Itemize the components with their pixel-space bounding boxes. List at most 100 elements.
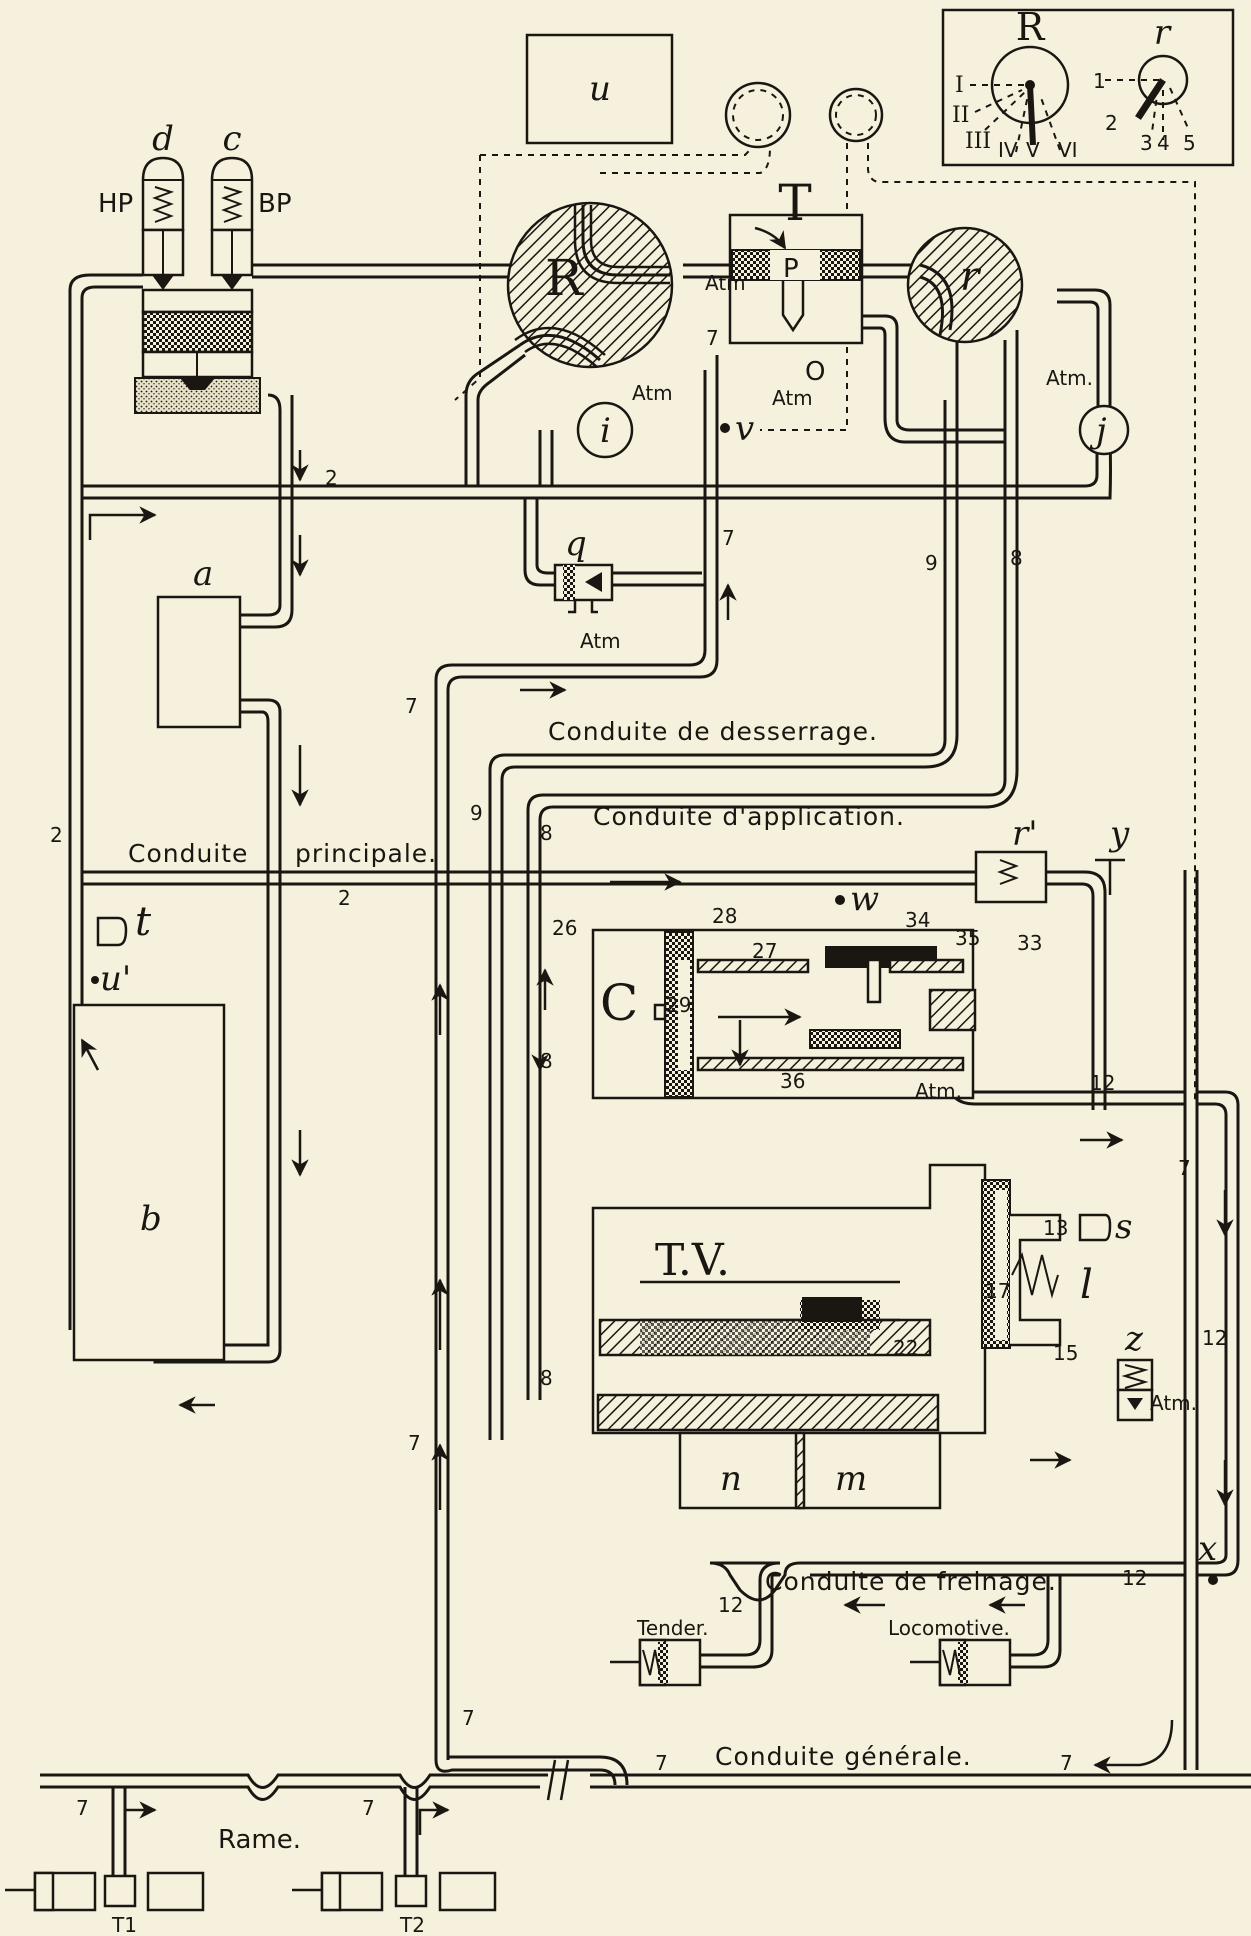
pipe-label-8: 8: [540, 1049, 553, 1073]
label-T2: T2: [399, 1913, 425, 1936]
label-b: b: [140, 1199, 162, 1239]
part-label-33: 33: [1017, 931, 1042, 955]
label-a: a: [193, 554, 213, 594]
gauge-line-1: [480, 146, 771, 174]
chamber-C: C w: [591, 879, 977, 1100]
device-s: [1078, 1213, 1112, 1242]
pipe-label-7: 7: [462, 1706, 475, 1730]
legend-R-pos-V: V: [1026, 138, 1040, 162]
reservoir-b: [72, 1003, 226, 1362]
atm-label: Atm: [580, 629, 621, 653]
part-label-29: 29: [666, 993, 691, 1017]
atmosphere-labels: Atm Atm Atm Atm. Atm Atm. Atm.: [580, 271, 1197, 1415]
point-w: [835, 895, 845, 905]
caption-locomotive: Locomotive.: [888, 1616, 1010, 1640]
pipe-label-12: 12: [1090, 1071, 1115, 1095]
label-C: C: [600, 974, 638, 1032]
label-u-prime: u': [100, 959, 131, 999]
caption-tender: Tender.: [636, 1616, 709, 1640]
legend-R-pos-IV: IV: [998, 138, 1018, 162]
part-number-labels: 13 15 17 22 26 27 28 29 33 34 35 36: [552, 904, 1078, 1365]
pipe-label-7: 7: [76, 1796, 89, 1820]
pipe-label-7: 7: [405, 694, 418, 718]
cylinder-locomotive: [910, 1638, 1012, 1687]
label-O: O: [805, 357, 825, 387]
position-legend: R r I II III IV V VI 1 2 3 4 5: [941, 5, 1235, 167]
cylinder-tender: [610, 1638, 702, 1687]
pipe-label-7: 7: [1060, 1751, 1073, 1775]
brake-valve-R: R: [506, 201, 674, 369]
legend-R-handle: [1027, 84, 1036, 146]
pressure-gauge-2: [828, 87, 884, 143]
reservoir-a: [156, 595, 242, 729]
legend-R-pos-I: I: [955, 73, 964, 98]
label-HP: HP: [98, 189, 133, 219]
label-x: x: [1198, 1529, 1217, 1569]
atm-label: Atm: [632, 381, 673, 405]
part-label-36: 36: [780, 1069, 805, 1093]
label-n: n: [720, 1459, 742, 1499]
atm-label: Atm.: [1046, 366, 1093, 390]
valve-q: q: [553, 524, 614, 614]
label-d: d: [152, 119, 174, 159]
label-q: q: [565, 524, 587, 564]
caption-conduite-principale-2: principale.: [295, 839, 437, 868]
pipe-network: [40, 263, 1251, 1880]
part-label-13: 13: [1043, 1216, 1068, 1240]
legend-r-pos-2: 2: [1105, 111, 1118, 135]
label-R: R: [545, 249, 584, 307]
caption-conduite-freinage: Conduite de freinage.: [765, 1567, 1057, 1596]
reservoir-u: [525, 33, 674, 145]
pipe-label-2: 2: [338, 886, 351, 910]
pipe-label-12: 12: [1122, 1566, 1147, 1590]
legend-R-title: R: [1016, 5, 1046, 49]
chamber-n: [678, 1431, 802, 1510]
valve-z: z: [1116, 1319, 1154, 1422]
legend-r-handle: [1135, 78, 1166, 120]
gauge-line-2: [454, 143, 1196, 1100]
part-label-28: 28: [712, 904, 737, 928]
part-label-15: 15: [1053, 1341, 1078, 1365]
atm-label: Atm: [705, 271, 746, 295]
part-label-34: 34: [905, 908, 930, 932]
label-r: r: [960, 254, 982, 300]
caption-conduite-generale: Conduite générale.: [715, 1742, 972, 1771]
governor-assembly: d c HP BP: [98, 119, 292, 414]
pipe-label-7: 7: [1178, 1156, 1191, 1180]
point-u-prime: [91, 976, 99, 984]
device-t: [96, 916, 128, 947]
caption-rame: Rame.: [218, 1825, 301, 1855]
label-z: z: [1124, 1319, 1144, 1359]
label-l: l: [1080, 1262, 1093, 1308]
gauge-j: [1078, 404, 1130, 456]
triple-valve-TV: T.V. n m s l: [591, 1163, 1132, 1510]
pressure-gauge-1: [724, 81, 792, 149]
point-v: [720, 423, 730, 433]
label-u: u: [589, 69, 611, 109]
pipe-label-12: 12: [1202, 1326, 1227, 1350]
label-w: w: [850, 879, 879, 919]
part-label-26: 26: [552, 916, 577, 940]
label-c: c: [222, 119, 241, 159]
independent-valve-r: r: [906, 226, 1024, 344]
part-label-17: 17: [985, 1279, 1010, 1303]
valve-r-prime: r' y: [974, 814, 1130, 904]
flow-arrows: [80, 450, 1234, 1835]
pipe-label-8: 8: [1010, 546, 1023, 570]
pipe-label-7: 7: [655, 1751, 668, 1775]
label-m: m: [835, 1459, 867, 1499]
pipe-label-7: 7: [408, 1431, 421, 1455]
part-label-35: 35: [955, 926, 980, 950]
label-T1: T1: [111, 1913, 137, 1936]
relay-valve-T: T P O: [728, 174, 864, 387]
label-TV: T.V.: [655, 1235, 730, 1286]
label-T: T: [778, 174, 811, 232]
pipe-label-9: 9: [925, 551, 938, 575]
pipe-label-7: 7: [722, 526, 735, 550]
pipe-label-8: 8: [540, 821, 553, 845]
part-label-22: 22: [893, 1336, 918, 1360]
pipe-label-12: 12: [718, 1593, 743, 1617]
legend-r-pos-5: 5: [1183, 131, 1196, 155]
